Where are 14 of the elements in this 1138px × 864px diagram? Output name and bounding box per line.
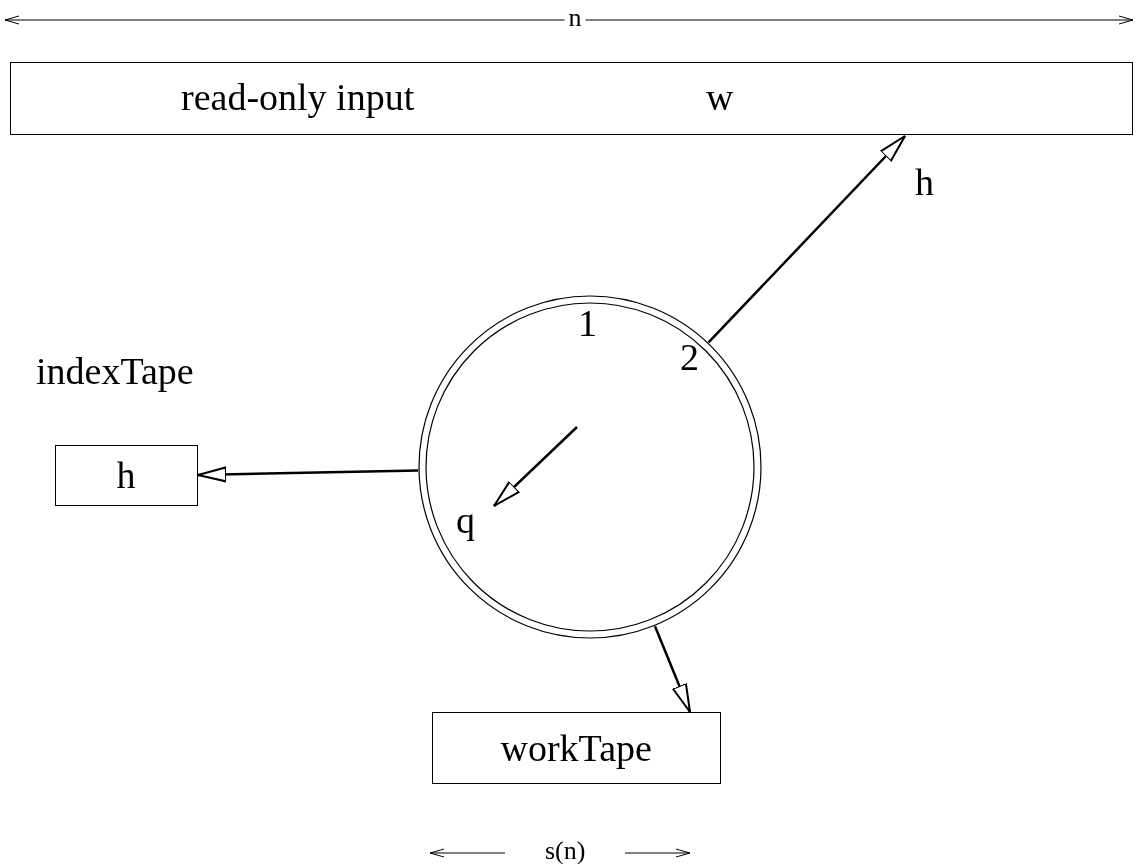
tape-label: indexTape (36, 349, 194, 393)
state-number: 2 (680, 335, 699, 379)
tape-label: read-only input (181, 75, 415, 119)
arrow (707, 135, 906, 344)
tape-box (10, 62, 1133, 135)
arrow (197, 466, 419, 483)
arrow (653, 625, 692, 713)
tape-symbol: w (706, 75, 734, 119)
head-symbol: h (116, 453, 136, 497)
state-number: 1 (578, 301, 597, 345)
tape-label: workTape (500, 725, 652, 770)
tape-box (432, 712, 721, 784)
control-unit-circle (418, 295, 762, 639)
state-label: q (456, 498, 475, 542)
